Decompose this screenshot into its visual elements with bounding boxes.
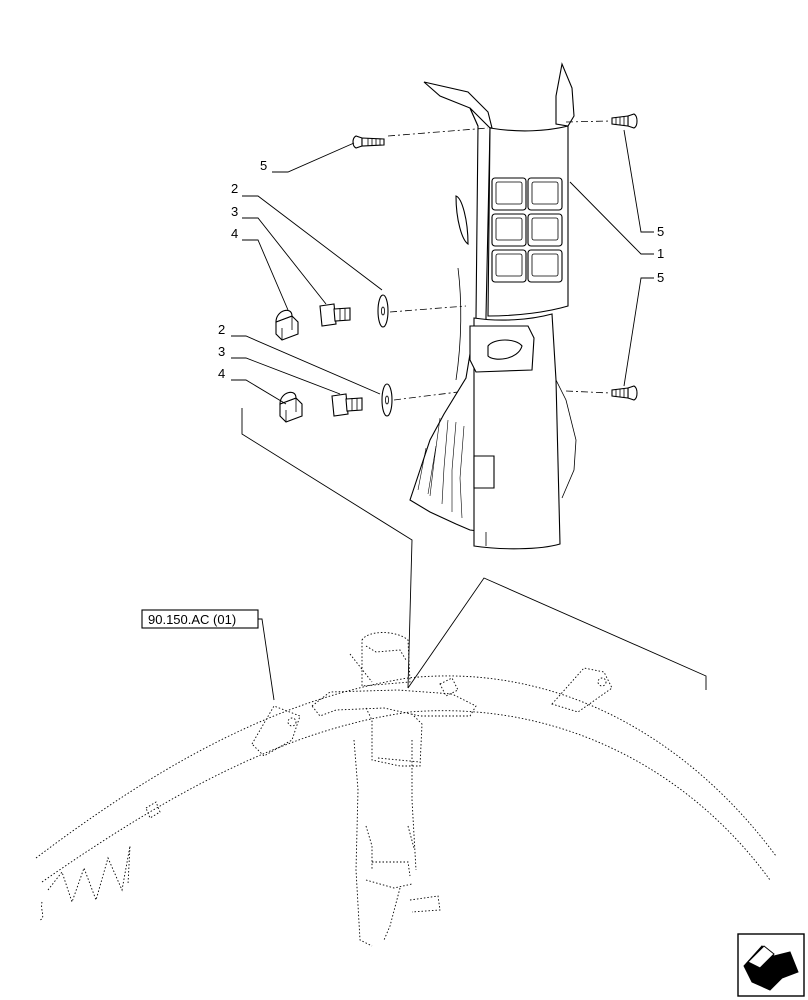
screw-lower-right: [611, 385, 638, 401]
callout-5-right-lower: 5: [657, 270, 664, 285]
bolt-upper: [319, 303, 351, 327]
reference-label: 90.150.AC (01): [148, 612, 236, 627]
callout-2-upper: 2: [231, 181, 238, 196]
cap-nut-upper: [275, 309, 299, 341]
callout-3-lower: 3: [218, 344, 225, 359]
callout-2-lower: 2: [218, 322, 225, 337]
callout-4-lower: 4: [218, 366, 225, 381]
callout-5-upper-left: 5: [260, 158, 267, 173]
alignment-lines: [387, 120, 611, 401]
callout-4-upper: 4: [231, 226, 238, 241]
washer-upper: [377, 294, 389, 328]
callout-1: 1: [657, 246, 664, 261]
bolt-lower: [331, 393, 363, 417]
callout-5-right-upper: 5: [657, 224, 664, 239]
callout-labels: 5 2 3 4 2 3 4 5 1 5: [218, 158, 664, 381]
screw-upper-right: [611, 113, 638, 129]
washer-lower: [381, 383, 393, 417]
callout-leaders: [231, 129, 654, 405]
switch-panel: [491, 177, 563, 283]
callout-3-upper: 3: [231, 204, 238, 219]
detail-link-lines: [241, 408, 707, 690]
cab-frame-assembly: [35, 632, 777, 947]
screw-upper-left: [352, 135, 385, 149]
cap-nut-lower: [279, 391, 303, 423]
reference-callout[interactable]: 90.150.AC (01): [141, 609, 275, 701]
pillar-trim-panel: [409, 62, 577, 550]
next-page-arrow-icon[interactable]: [737, 933, 805, 997]
